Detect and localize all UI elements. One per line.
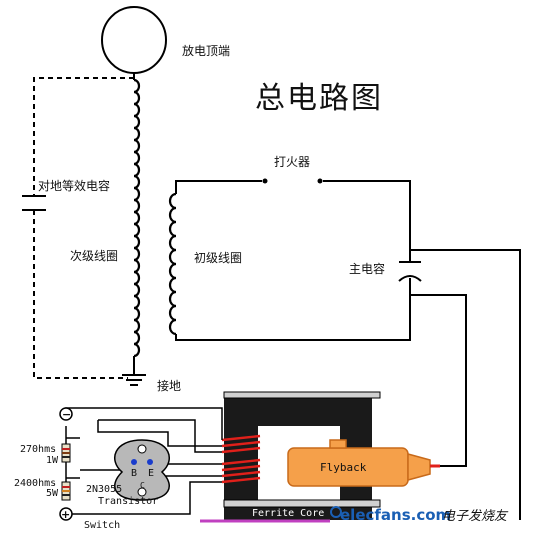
ferrite-core-label: Ferrite Core [252, 508, 324, 519]
transistor-word-label: Transistor [98, 496, 158, 507]
lead-cap-top-to-right [410, 249, 521, 520]
spark-gap-label: 打火器 [274, 155, 310, 169]
primary-coil-label: 初级线圈 [194, 251, 242, 265]
flyback-label: Flyback [320, 461, 367, 474]
main-capacitor-plate-bottom [398, 275, 422, 282]
top-terminal-sphere [101, 6, 167, 74]
resistor-270ohm [61, 443, 71, 463]
resistor-2400ohm [61, 481, 71, 501]
transistor-mount-hole-top [137, 444, 147, 454]
positive-terminal [59, 507, 73, 521]
primary-bottom-wire [175, 278, 411, 341]
equivalent-capacitor-dashed-bottom [33, 210, 128, 379]
transistor-pin-c-label: C [140, 481, 145, 490]
page-title: 总电路图 [255, 81, 383, 116]
lead-cap-bottom-to-flyback [410, 294, 467, 467]
positive-terminal-label: + [61, 508, 70, 521]
main-capacitor-label: 主电容 [349, 261, 385, 276]
flyback-cap [329, 439, 347, 449]
transistor-pin-e [147, 459, 153, 465]
transistor-pin-e-label: E [148, 468, 154, 479]
resistor-270ohm-power: 1W [46, 455, 59, 466]
core-clamp-bottom [223, 499, 381, 508]
watermark-domain: elecfans.com [340, 506, 451, 524]
switch-label: Switch [84, 520, 120, 531]
primary-coil [168, 192, 177, 336]
core-clamp-top [223, 391, 381, 399]
transistor-pin-b [131, 459, 137, 465]
resistor-270ohm-value: 270hms [20, 444, 56, 455]
primary-top-wire-right [323, 180, 411, 262]
watermark: elecfans.com 电子发烧友 [330, 506, 509, 524]
spark-gap-left-electrode [262, 178, 268, 184]
flyback-nose [407, 453, 431, 481]
transistor-mount-hole-bottom [137, 487, 147, 497]
core-windings [221, 434, 261, 484]
negative-terminal-label: − [62, 408, 71, 421]
negative-terminal [59, 407, 73, 421]
transistor-package [113, 439, 171, 501]
primary-top-wire-left [175, 180, 262, 194]
transistor-model-label: 2N3055 [86, 484, 122, 495]
equivalent-capacitor-dashed-top [33, 77, 134, 196]
equivalent-capacitor-label: 对地等效电容 [38, 178, 110, 193]
resistor-2400ohm-power: 5W [46, 488, 59, 499]
ground-label: 接地 [157, 378, 181, 393]
transistor-pin-b-label: B [131, 468, 137, 479]
resistor-2400ohm-value: 2400hms [14, 478, 56, 489]
watermark-chinese: 电子发烧友 [442, 509, 509, 524]
spark-gap-right-electrode [317, 178, 323, 184]
secondary-coil-label: 次级线圈 [70, 249, 118, 263]
secondary-coil [133, 78, 141, 358]
top-terminal-label: 放电顶端 [182, 43, 230, 58]
